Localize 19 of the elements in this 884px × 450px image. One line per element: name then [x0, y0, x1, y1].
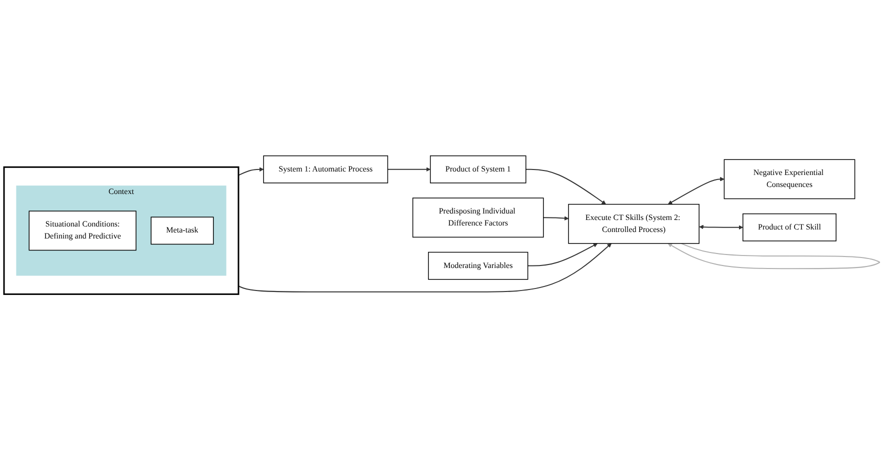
cluster: [3, 166, 240, 295]
node-box: Situational Conditions: Defining and Predictive: [28, 210, 136, 251]
arrow: [526, 168, 606, 204]
node-box: Execute CT Skills (System 2: Controlled Process): [568, 204, 700, 244]
arrow: [543, 216, 569, 220]
node-box: Product of CT Skill: [742, 213, 836, 242]
arrow: [668, 176, 724, 204]
arrow: [699, 224, 744, 230]
node-box: Predisposing Individual Difference Factors: [412, 198, 544, 238]
arrow: [238, 243, 612, 292]
arrow: [528, 243, 598, 266]
node-box: Moderating Variables: [428, 252, 528, 280]
arrow: [388, 167, 431, 172]
arrow: [668, 243, 880, 270]
arrow: [238, 167, 264, 176]
node-box: Meta-task: [150, 216, 214, 245]
node-box: Product of System 1: [430, 155, 526, 184]
node-box: Negative Experiential Consequences: [724, 159, 856, 200]
node-box: System 1: Automatic Process: [263, 155, 388, 184]
